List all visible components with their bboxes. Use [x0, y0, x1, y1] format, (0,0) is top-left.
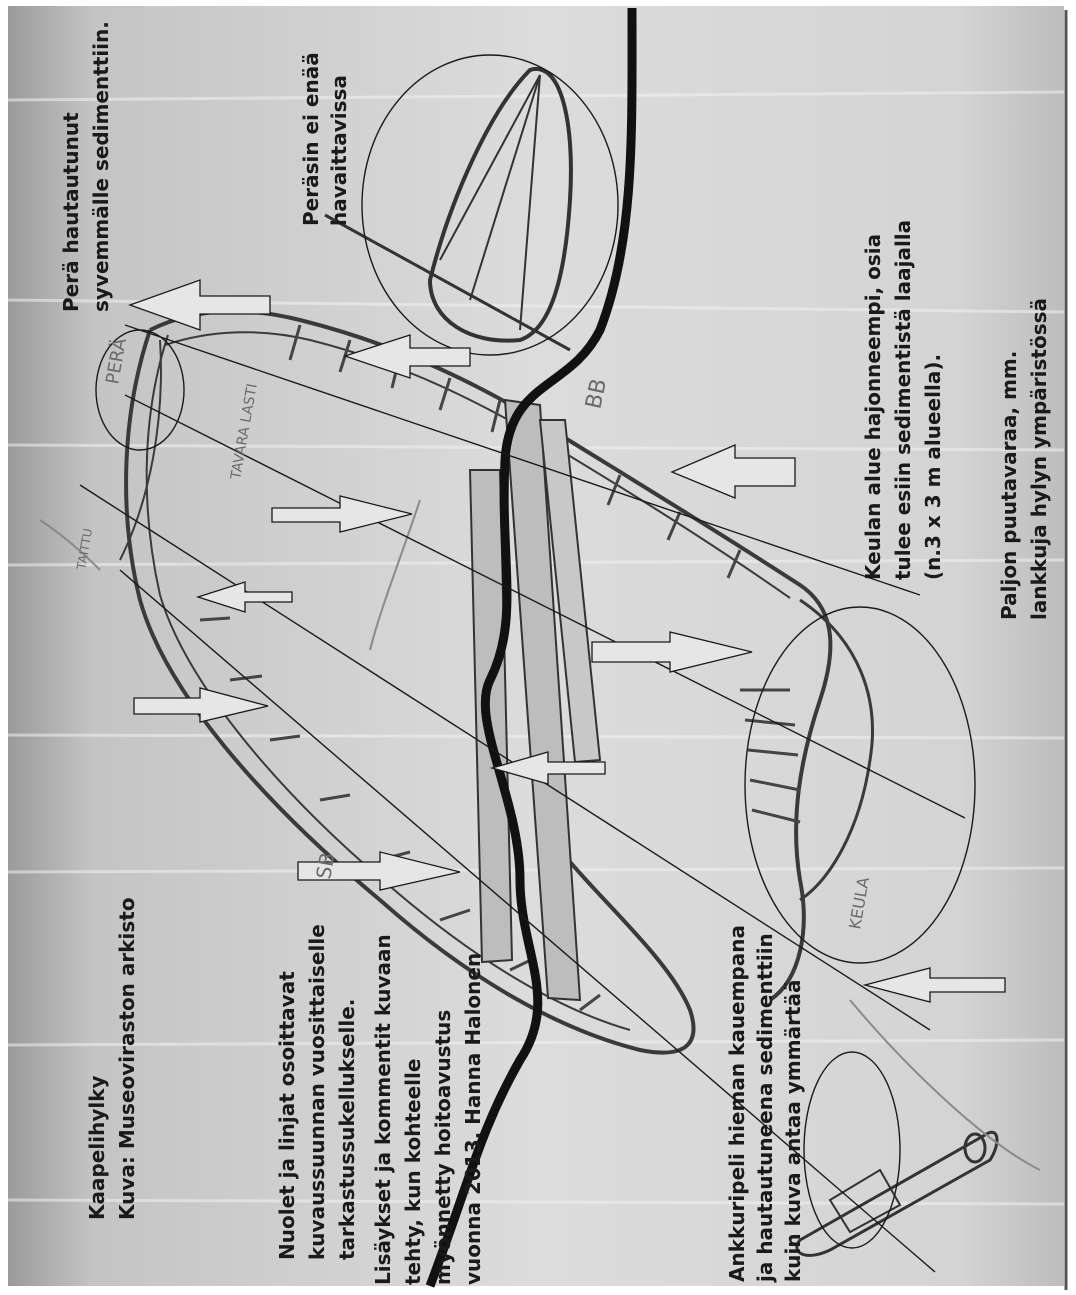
timber-note-line-2: lankkuja hylyn ympäristössä [1027, 298, 1051, 620]
anchor-note-line-1: Ankkuripeli hieman kauempana [725, 925, 749, 1282]
arrows-note-line-1: Nuolet ja linjat osoittavat [275, 971, 299, 1260]
additions-note-line-1: Lisäykset ja kommentit kuvaan [371, 934, 395, 1285]
arrows-note-line-3: tarkastussukellukselle. [335, 999, 359, 1260]
bow-note-line-1: Keulan alue hajonneempi, osia [861, 234, 885, 580]
pencil-sb: SB [311, 851, 339, 881]
timber-note-line-1: Paljon puutavaraa, mm. [997, 351, 1021, 620]
stern-note-line-2: syvemmälle sedimenttiin. [89, 21, 113, 312]
rudder-note-line-1: Peräsin ei enää [299, 52, 323, 226]
stern-note-line-1: Perä hautautunut [59, 112, 83, 312]
additions-note-line-4: vuonna 2013. Hanna Halonen [461, 953, 485, 1285]
bow-note-line-2: tulee esiin sedimentistä laajalla [891, 220, 915, 580]
anchor-note-line-3: kuin kuva antaa ymmärtää [781, 979, 805, 1282]
additions-note-line-3: myönnetty hoitoavustus [431, 1010, 455, 1285]
anchor-note-line-2: ja hautautuneena sedimenttiin [753, 933, 777, 1283]
title-line-2: Kuva: Museoviraston arkisto [115, 897, 139, 1220]
arrows-note-line-2: kuvaussuunnan vuosittaiselle [305, 924, 329, 1260]
additions-note-line-2: tehty, kun kohteelle [401, 1059, 425, 1285]
bow-note-line-3: (n.3 x 3 m alueella). [921, 354, 945, 580]
title-line-1: Kaapelihylky [85, 1075, 109, 1220]
rudder-note-line-2: havaittavissa [327, 75, 351, 226]
